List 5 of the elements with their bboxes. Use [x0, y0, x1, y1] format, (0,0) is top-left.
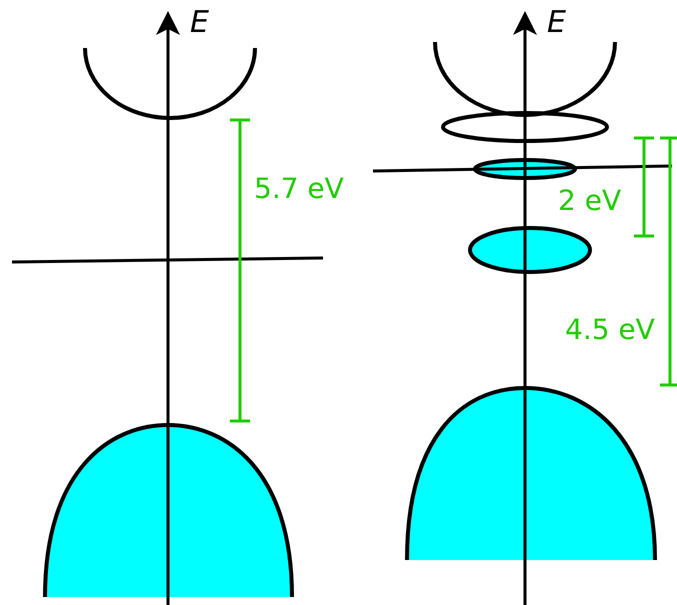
energy-gap-label: 2 eV [558, 187, 622, 215]
axis-label: E [547, 8, 566, 38]
axis-label: E [190, 8, 209, 38]
energy-gap-label: 5.7 eV [254, 175, 344, 203]
energy-gap-label: 4.5 eV [565, 316, 655, 344]
